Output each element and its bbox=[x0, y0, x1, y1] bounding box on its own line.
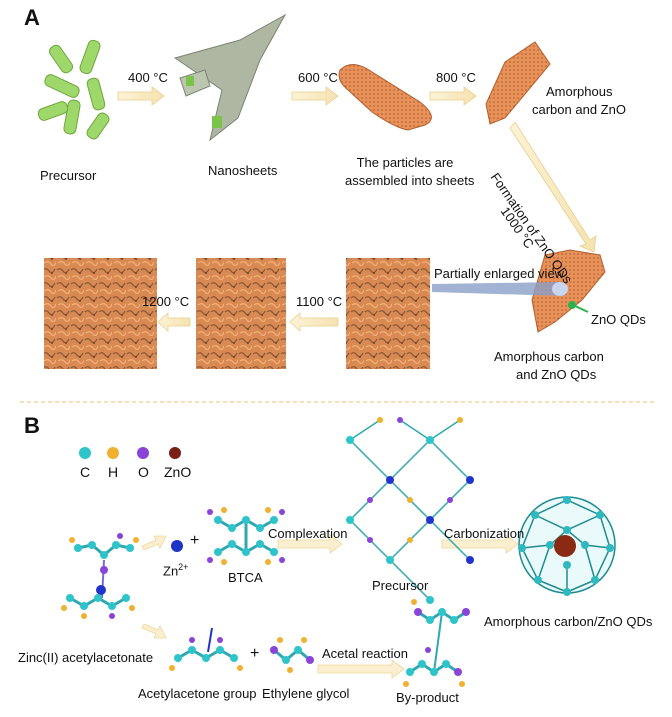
precursor-cylinders bbox=[37, 39, 110, 140]
precursor-caption: Precursor bbox=[40, 168, 97, 183]
legend-c: C bbox=[80, 464, 91, 480]
btca-label: BTCA bbox=[228, 570, 263, 585]
step5-caption-line2: and ZnO QDs bbox=[516, 367, 597, 382]
step5-caption-line1: Amorphous carbon bbox=[494, 349, 604, 364]
product-label: Amorphous carbon/ZnO QDs bbox=[484, 614, 653, 629]
arrow-1100c-label: 1100 °C bbox=[296, 294, 343, 309]
step3-caption-line1: The particles are bbox=[356, 155, 454, 170]
panel-b-label: B bbox=[24, 413, 40, 438]
zoom-beam bbox=[432, 282, 565, 296]
zn-ion-label: Zn2+ bbox=[163, 562, 189, 579]
plus-sign-1: + bbox=[190, 532, 200, 549]
zinc-acetylacetonate-label: Zinc(II) acetylacetonate bbox=[18, 650, 154, 665]
plus-sign-2: + bbox=[250, 645, 260, 662]
precursor-network-nodes bbox=[346, 417, 474, 604]
arrow-800c-label: 800 °C bbox=[436, 70, 476, 85]
zoom-label: Partially enlarged view bbox=[434, 266, 565, 281]
legend-markers bbox=[79, 447, 181, 459]
zn-ion bbox=[171, 540, 183, 552]
legend-o: O bbox=[138, 464, 149, 480]
acetylacetone-molecule bbox=[169, 627, 243, 671]
zno-qds-label: ZnO QDs bbox=[591, 312, 646, 327]
ethylene-glycol-label: Ethylene glycol bbox=[262, 686, 350, 701]
arrow-600c-label: 600 °C bbox=[298, 70, 338, 85]
step3-caption-line2: assembled into sheets bbox=[345, 173, 475, 188]
acetal-reaction-label: Acetal reaction bbox=[322, 646, 408, 661]
sem-1000c-square bbox=[346, 258, 430, 369]
sem-1200c-square bbox=[44, 258, 157, 369]
legend-h: H bbox=[108, 464, 119, 480]
btca-molecule bbox=[207, 507, 285, 565]
amorphous-carbon-zno-sheet bbox=[485, 41, 551, 125]
byproduct-label: By-product bbox=[396, 690, 459, 705]
legend-zno: ZnO bbox=[164, 464, 192, 480]
byproduct-molecule bbox=[403, 599, 470, 687]
ethylene-glycol-molecule bbox=[270, 637, 314, 673]
zno-qd-sheet bbox=[531, 249, 606, 333]
zinc-acetylacetonate-molecule bbox=[61, 533, 139, 619]
arrow-1200c-label: 1200 °C bbox=[142, 294, 190, 309]
complexation-label: Complexation bbox=[268, 526, 348, 541]
precursor-label: Precursor bbox=[372, 578, 429, 593]
step4-caption-line2: carbon and ZnO bbox=[532, 102, 626, 117]
sem-1100c-square bbox=[196, 258, 286, 369]
carbonization-label: Carbonization bbox=[444, 526, 525, 541]
reaction-arrows bbox=[141, 534, 519, 679]
acetylacetone-label: Acetylacetone group bbox=[138, 686, 257, 701]
nanosheets bbox=[173, 13, 287, 142]
arrow-400c-label: 400 °C bbox=[128, 70, 168, 85]
carbon-cage bbox=[518, 496, 616, 596]
step4-caption-line1: Amorphous bbox=[546, 84, 613, 99]
zno-qd-marker bbox=[568, 301, 576, 309]
panel-a-label: A bbox=[24, 5, 40, 30]
process-arrows bbox=[117, 86, 597, 332]
precursor-network bbox=[349, 419, 471, 601]
particle-sheet bbox=[338, 64, 432, 131]
nanosheets-caption: Nanosheets bbox=[208, 163, 278, 178]
